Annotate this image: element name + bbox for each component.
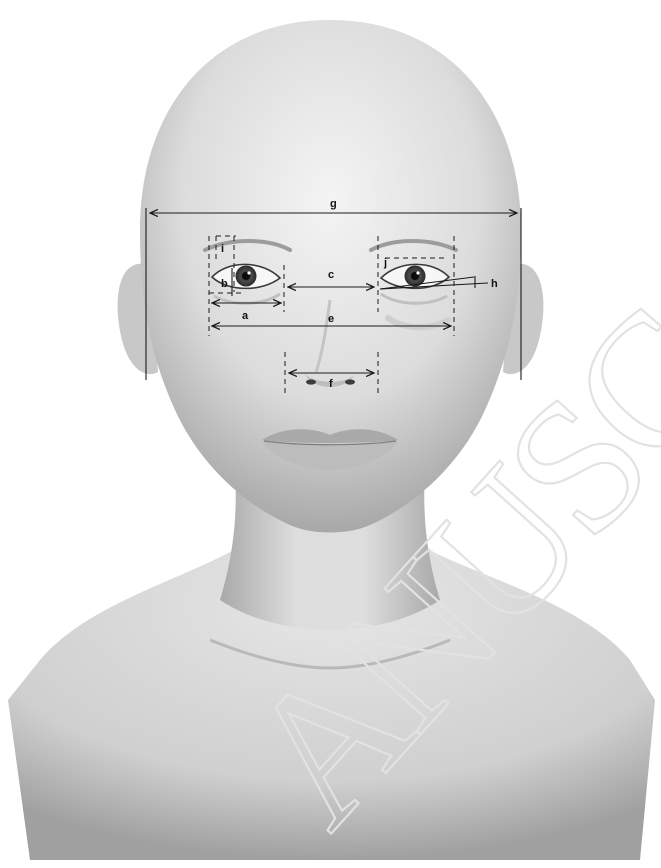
label-f: f (329, 378, 333, 390)
label-h: h (491, 278, 498, 290)
label-g: g (330, 198, 337, 210)
label-c: c (328, 269, 334, 281)
label-a: a (242, 310, 249, 322)
label-b: b (221, 278, 228, 290)
label-i: i (221, 243, 224, 255)
right-nostril (345, 379, 355, 384)
left-nostril (306, 379, 316, 384)
label-e: e (328, 313, 334, 325)
label-j: j (383, 257, 387, 269)
